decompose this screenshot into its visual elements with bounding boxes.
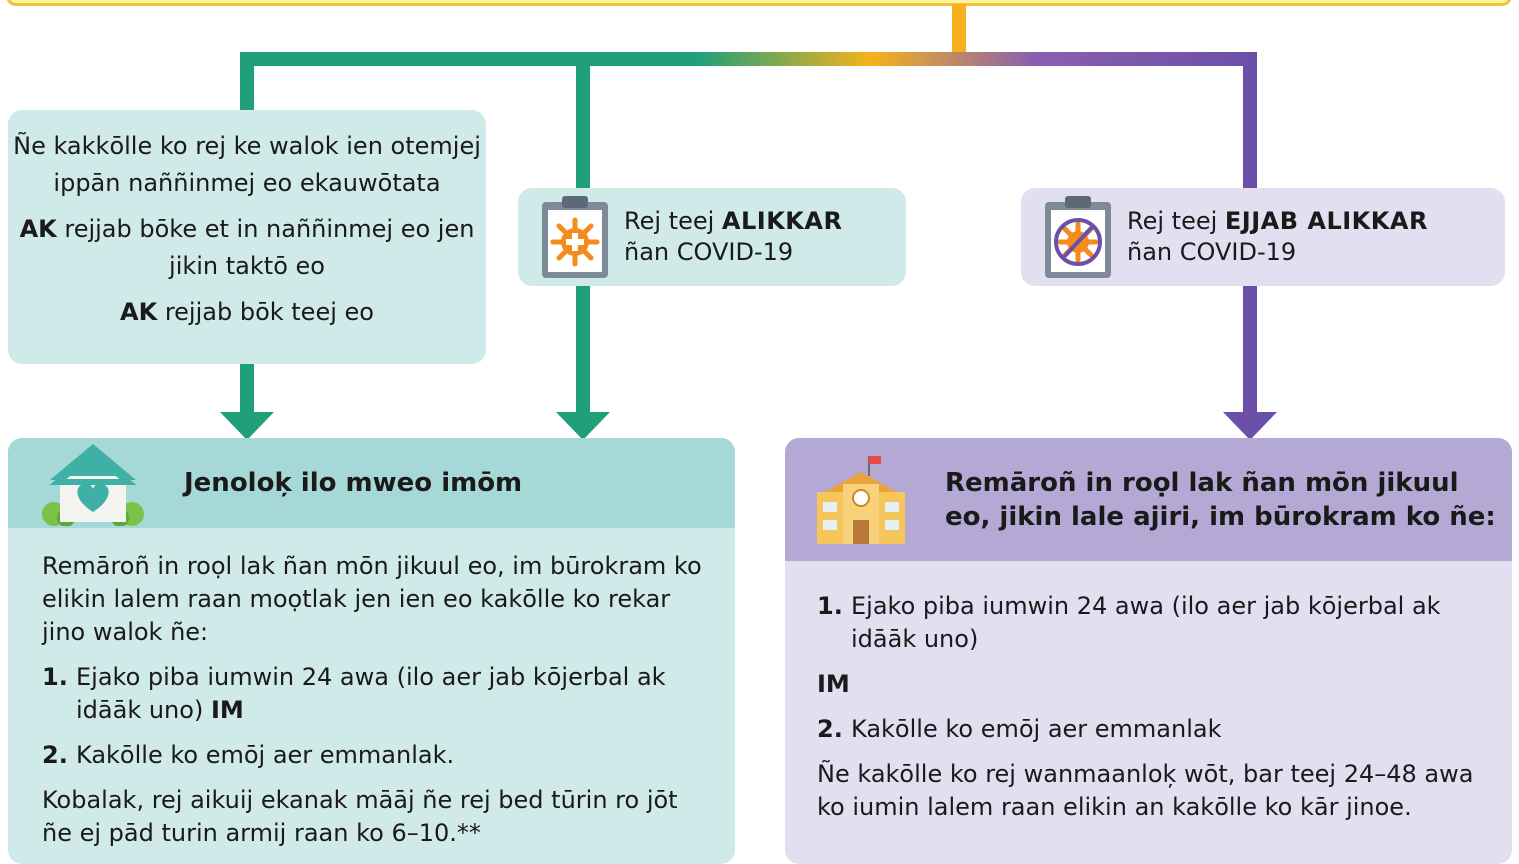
return-school-body: 1. Ejako piba iumwin 24 awa (ilo aer jab…	[785, 590, 1512, 836]
stay-home-title: Jenoloķ ilo mweo imōm	[184, 468, 523, 498]
trunk-line	[952, 4, 966, 64]
note-line-2: AK rejjab bōke et in naññinmej eo jen ji…	[8, 211, 486, 285]
stay-home-body: Remāroñ in roọl lak ñan mōn jikuul eo, i…	[8, 550, 735, 862]
edge-to-negative	[1243, 52, 1257, 190]
edge-positive-down	[576, 286, 590, 414]
list-item-number: 2.	[817, 715, 843, 743]
list-item-connector: IM	[210, 696, 244, 724]
and-connector: IM	[817, 670, 850, 698]
list-item-number: 1.	[42, 663, 68, 691]
note-line-1: Ñe kakkōlle ko rej ke walok ien otemjej …	[8, 128, 486, 202]
edge-to-close-contact	[240, 52, 254, 112]
positive-prefix: Rej teej	[624, 207, 722, 235]
house-heart-icon	[42, 444, 144, 526]
list-item-text: Kakōlle ko emōj aer emmanlak.	[76, 741, 455, 769]
return-school-panel: Remāroñ in roọl lak ñan mōn jikuul eo, j…	[785, 438, 1512, 864]
positive-test-box: Rej teej ALIKKAR ñan COVID-19	[518, 188, 906, 286]
close-contact-note: Ñe kakkōlle ko rej ke walok ien otemjej …	[8, 110, 486, 364]
list-item: 1. Ejako piba iumwin 24 awa (ilo aer jab…	[817, 590, 1482, 656]
stay-home-panel: Jenoloķ ilo mweo imōm Remāroñ in roọl la…	[8, 438, 735, 864]
note-line-3-bold: AK	[120, 298, 158, 326]
edge-to-positive	[576, 52, 590, 190]
note-line-3-text: rejjab bōk teej eo	[157, 298, 374, 326]
list-item-text: Ejako piba iumwin 24 awa (ilo aer jab kō…	[76, 663, 666, 724]
negative-prefix: Rej teej	[1127, 207, 1225, 235]
list-item-text: Kakōlle ko emōj aer emmanlak	[851, 715, 1222, 743]
stay-home-intro: Remāroñ in roọl lak ñan mōn jikuul eo, i…	[42, 552, 702, 646]
note-line-2-text: rejjab bōke et in naññinmej eo jen jikin…	[56, 215, 475, 280]
list-item: 2. Kakōlle ko emōj aer emmanlak	[817, 713, 1482, 746]
arrowhead-right	[1223, 412, 1277, 440]
positive-emphasis: ALIKKAR	[721, 207, 843, 235]
note-line-2-bold: AK	[19, 215, 57, 243]
edge-close-contact-down	[240, 364, 254, 414]
list-item-text-wrap: Ejako piba iumwin 24 awa (ilo aer jab kō…	[76, 661, 705, 727]
stay-home-header: Jenoloķ ilo mweo imōm	[8, 438, 735, 528]
list-item: 1. Ejako piba iumwin 24 awa (ilo aer jab…	[42, 661, 705, 727]
positive-test-label: Rej teej ALIKKAR ñan COVID-19	[624, 206, 842, 268]
negative-emphasis: EJJAB ALIKKAR	[1224, 207, 1428, 235]
clipboard-virus-crossed-icon	[1045, 196, 1111, 278]
positive-suffix: ñan COVID-19	[624, 238, 794, 266]
list-item-number: 2.	[42, 741, 68, 769]
list-item-number: 1.	[817, 592, 843, 620]
branch-line	[240, 52, 1257, 66]
negative-test-box: Rej teej EJJAB ALIKKAR ñan COVID-19	[1021, 188, 1505, 286]
stay-home-note: Kobalak, rej aikuij ekanak māāj ñe rej b…	[42, 786, 678, 847]
return-school-title: Remāroñ in roọl lak ñan mōn jikuul eo, j…	[945, 467, 1496, 532]
school-building-icon	[817, 455, 905, 544]
clipboard-virus-icon	[542, 196, 608, 278]
negative-test-label: Rej teej EJJAB ALIKKAR ñan COVID-19	[1127, 206, 1428, 268]
note-line-3: AK rejjab bōk teej eo	[8, 294, 486, 331]
negative-suffix: ñan COVID-19	[1127, 238, 1297, 266]
list-item-text: Ejako piba iumwin 24 awa (ilo aer jab kō…	[851, 592, 1441, 653]
note-line-1-text: Ñe kakkōlle ko rej ke walok ien otemjej …	[13, 132, 481, 197]
return-school-header: Remāroñ in roọl lak ñan mōn jikuul eo, j…	[785, 438, 1512, 561]
arrowhead-left	[220, 412, 274, 440]
return-school-note: Ñe kakōlle ko rej wanmaanloķ wōt, bar te…	[817, 760, 1474, 821]
edge-negative-down	[1243, 286, 1257, 414]
arrowhead-middle	[556, 412, 610, 440]
list-item: 2. Kakōlle ko emōj aer emmanlak.	[42, 739, 705, 772]
